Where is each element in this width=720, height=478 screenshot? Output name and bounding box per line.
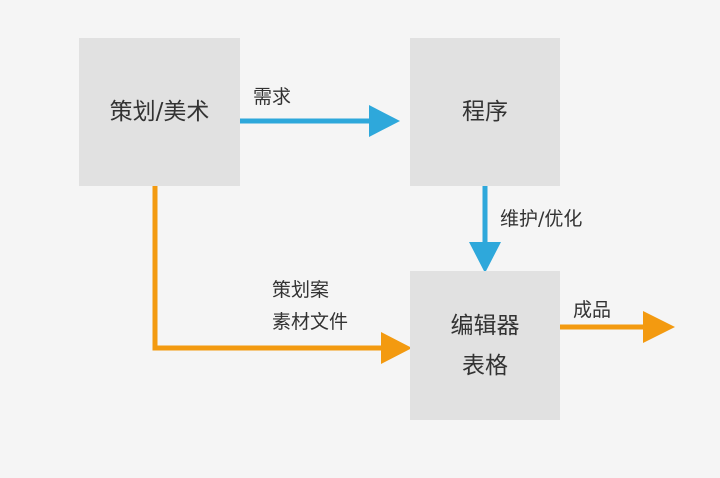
maintain-optimize-label: 维护/优化 <box>500 208 583 230</box>
arrow-editor-to-product-head <box>643 311 675 343</box>
asset-files-label: 素材文件 <box>272 311 349 333</box>
program-box: 程序 <box>410 38 560 186</box>
product-label: 成品 <box>573 299 612 321</box>
arrow-design-to-editor-line <box>152 186 384 351</box>
plan-doc-label: 策划案 <box>272 279 330 301</box>
program-label: 程序 <box>462 99 508 125</box>
editor-label: 编辑器 <box>450 312 520 339</box>
design-art-label: 策划/美术 <box>109 99 210 125</box>
requirements-label: 需求 <box>253 86 292 108</box>
design-art-box: 策划/美术 <box>79 38 240 186</box>
editor-table-box: 编辑器 表格 <box>410 271 560 420</box>
arrow-design-to-editor-head <box>381 332 412 364</box>
arrow-design-to-program-head <box>369 105 400 137</box>
arrow-program-to-editor-head <box>469 242 501 273</box>
table-label: 表格 <box>462 352 508 379</box>
